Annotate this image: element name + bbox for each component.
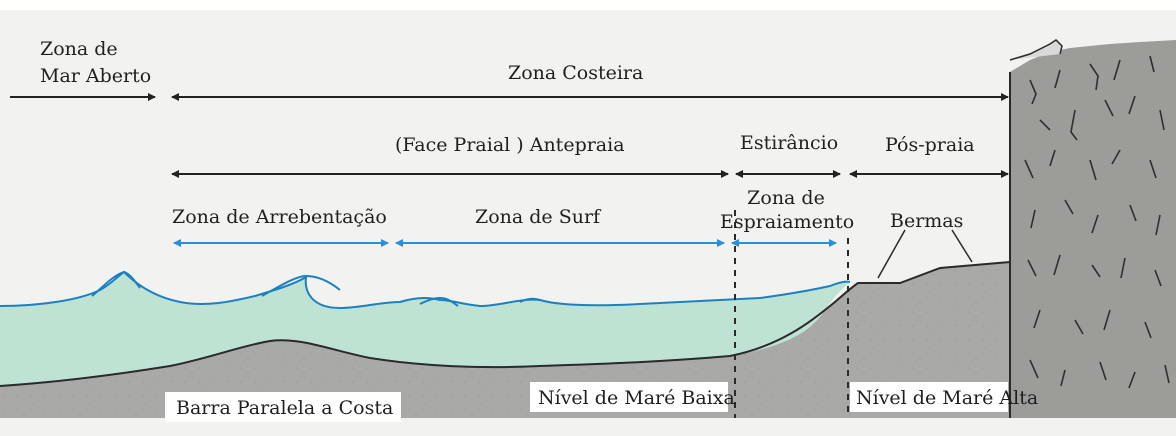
longshore-bar-label: Barra Paralela a Costa — [176, 397, 394, 419]
top-margin — [0, 0, 1176, 10]
wave-crest-1 — [91, 270, 141, 297]
shoreface-label: (Face Praial ) Antepraia — [395, 134, 625, 156]
sea-water — [0, 272, 850, 386]
wave-crest-3 — [419, 296, 459, 307]
swash-zone-label: Zona de Espraiamento — [720, 187, 855, 233]
low-tide-level-label: Nível de Maré Baixa — [538, 387, 735, 409]
backshore-label: Pós-praia — [885, 134, 975, 156]
low-tide-label-box — [530, 382, 728, 412]
high-tide-level-label: Nível de Maré Alta — [856, 387, 1039, 409]
seabed-outline — [0, 261, 1011, 387]
bar-label-box — [165, 392, 401, 422]
water-surface-line — [0, 270, 851, 310]
high-tide-label-box — [850, 382, 1008, 412]
breaker-zone-label: Zona de Arrebentação — [172, 206, 387, 228]
wave-crest-4 — [519, 297, 541, 303]
wave-crest-2 — [261, 274, 341, 297]
coastal-zone-label: Zona Costeira — [508, 62, 644, 84]
berms-label: Bermas — [890, 210, 964, 232]
cliff-top-ledge — [1009, 39, 1063, 61]
surf-zone-label: Zona de Surf — [475, 206, 601, 228]
cliff-texture — [1024, 55, 1170, 389]
foreshore-label: Estirâncio — [740, 132, 839, 154]
berm-pointer-2 — [951, 229, 973, 263]
berm-pointer-1 — [877, 229, 906, 279]
open-sea-zone-label: Zona de Mar Aberto — [40, 38, 152, 87]
